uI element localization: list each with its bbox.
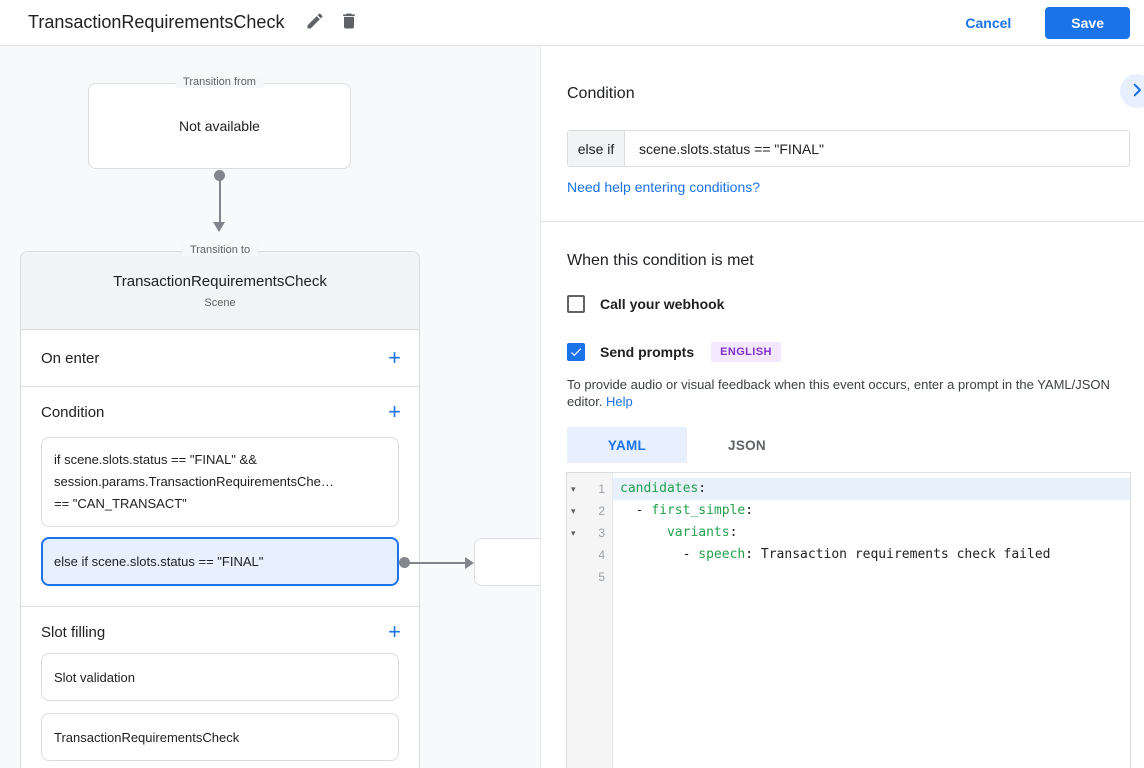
send-prompts-label: Send prompts: [600, 344, 695, 360]
code-segment-plain: :: [745, 503, 754, 518]
pencil-icon: [305, 11, 325, 34]
delete-scene-button[interactable]: [332, 6, 366, 40]
condition-panel-title: Condition: [567, 85, 635, 102]
condition-section-header: Condition +: [21, 387, 419, 433]
fold-arrow-icon[interactable]: ▾: [571, 527, 576, 538]
code-line[interactable]: candidates:: [613, 478, 1130, 500]
line-number: 4: [598, 548, 605, 562]
slot-item[interactable]: TransactionRequirementsCheck: [41, 713, 399, 761]
transition-from-label: Transition from: [175, 76, 264, 88]
condition-text-line: if scene.slots.status == "FINAL" &&: [54, 452, 257, 467]
transition-to-label: Transition to: [181, 244, 259, 256]
on-enter-label: On enter: [41, 349, 100, 367]
line-number: 5: [598, 570, 605, 584]
prompt-description: To provide audio or visual feedback when…: [567, 376, 1115, 410]
page-title: TransactionRequirementsCheck: [28, 12, 285, 32]
webhook-option-row: Call your webhook: [567, 295, 724, 313]
code-segment-key: speech: [698, 547, 746, 562]
code-line[interactable]: [613, 566, 1130, 588]
line-number: 3: [598, 526, 605, 540]
condition-section-label: Condition: [41, 403, 105, 421]
transition-from-node: Transition from Not available: [88, 76, 351, 169]
collapse-panel-button[interactable]: [1120, 74, 1144, 108]
code-segment-value: Transaction requirements check failed: [760, 547, 1051, 562]
help-link[interactable]: Help: [606, 394, 633, 409]
arrow-down-line: [218, 176, 221, 222]
prompt-description-text: To provide audio or visual feedback when…: [567, 377, 1110, 409]
scene-node-header: TransactionRequirementsCheck Scene: [21, 252, 419, 330]
arrow-down-icon: [213, 222, 225, 232]
transition-from-content: Not available: [179, 118, 260, 134]
condition-prefix-label: else if: [568, 131, 625, 166]
arrow-right-icon: [465, 556, 474, 569]
when-condition-heading: When this condition is met: [567, 252, 754, 269]
code-segment-plain: :: [745, 547, 761, 562]
divider: [21, 606, 419, 607]
tab-json[interactable]: JSON: [687, 427, 807, 463]
code-segment-plain: :: [729, 525, 738, 540]
trash-icon: [339, 11, 359, 34]
topbar-actions: Cancel Save: [965, 6, 1130, 39]
top-bar: TransactionRequirementsCheck Cancel Save: [0, 0, 1144, 46]
add-on-enter-button[interactable]: +: [388, 345, 401, 370]
webhook-checkbox[interactable]: [567, 295, 585, 313]
code-line[interactable]: variants:: [613, 522, 1130, 544]
add-slot-button[interactable]: +: [388, 619, 401, 644]
condition-input-group: else if scene.slots.status == "FINAL": [567, 130, 1130, 167]
code-editor[interactable]: ▾ 1 ▾ 2 ▾ 3 4 5 candidates: - first_simple: var…: [566, 472, 1131, 768]
add-condition-button[interactable]: +: [388, 399, 401, 424]
condition-help-link[interactable]: Need help entering conditions?: [567, 179, 761, 195]
connector-dot: [399, 557, 410, 568]
scene-diagram-canvas: Transition from Not available Transition…: [0, 46, 541, 768]
divider: [541, 221, 1144, 222]
edit-title-button[interactable]: [298, 6, 332, 40]
transition-to-node: Transition to TransactionRequirementsChe…: [20, 244, 420, 768]
code-segment-key: variants: [666, 525, 730, 540]
connector-dot: [214, 170, 225, 181]
save-button[interactable]: Save: [1045, 6, 1130, 39]
line-number: 1: [598, 482, 605, 496]
condition-input[interactable]: scene.slots.status == "FINAL": [639, 140, 825, 157]
cancel-button[interactable]: Cancel: [965, 14, 1012, 31]
language-badge: ENGLISH: [711, 342, 781, 362]
code-segment-plain: [620, 525, 667, 540]
condition-item[interactable]: if scene.slots.status == "FINAL" && sess…: [41, 437, 399, 527]
slot-filling-label: Slot filling: [41, 623, 106, 641]
condition-text-line: session.params.TransactionRequirementsCh…: [54, 474, 334, 489]
code-segment-plain: :: [698, 481, 707, 496]
condition-text-line: == "CAN_TRANSACT": [54, 496, 187, 511]
webhook-label: Call your webhook: [600, 296, 725, 312]
code-line[interactable]: - first_simple:: [613, 500, 1130, 522]
line-number: 2: [598, 504, 605, 518]
editor-tabs: YAML JSON: [567, 427, 807, 463]
code-line[interactable]: - speech: Transaction requirements check…: [613, 544, 1130, 566]
tab-yaml[interactable]: YAML: [567, 427, 687, 463]
condition-text-line: else if scene.slots.status == "FINAL": [54, 553, 264, 569]
send-prompts-option-row: Send prompts ENGLISH: [567, 342, 781, 362]
editor-code[interactable]: candidates: - first_simple: variants: - …: [613, 473, 1130, 768]
send-prompts-checkbox[interactable]: [567, 343, 585, 361]
on-enter-section: On enter +: [21, 330, 419, 387]
arrow-right-line: [408, 561, 466, 564]
code-segment-key: candidates: [620, 481, 699, 496]
scene-node-subtitle: Scene: [204, 297, 236, 309]
fold-arrow-icon[interactable]: ▾: [571, 505, 576, 516]
code-segment-plain: -: [620, 547, 699, 562]
slot-filling-section-header: Slot filling +: [21, 607, 419, 653]
chevron-right-icon: [1128, 81, 1144, 102]
condition-panel: Condition else if scene.slots.status == …: [541, 46, 1144, 768]
editor-gutter: ▾ 1 ▾ 2 ▾ 3 4 5: [567, 473, 613, 768]
slot-item[interactable]: Slot validation: [41, 653, 399, 701]
scene-node-title: TransactionRequirementsCheck: [113, 273, 327, 290]
transition-target-node[interactable]: [474, 538, 540, 586]
fold-arrow-icon[interactable]: ▾: [571, 483, 576, 494]
code-segment-key: first_simple: [651, 503, 746, 518]
code-segment-plain: -: [620, 503, 652, 518]
condition-item[interactable]: else if scene.slots.status == "FINAL": [41, 537, 399, 586]
